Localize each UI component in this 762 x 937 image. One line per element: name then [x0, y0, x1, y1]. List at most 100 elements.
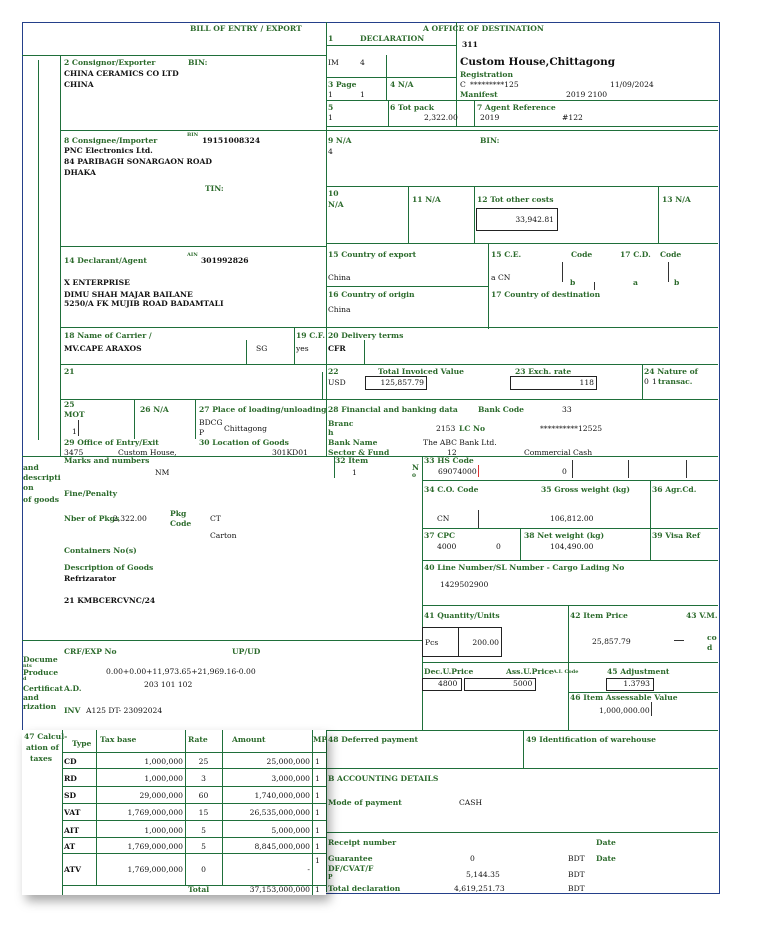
rule: [62, 885, 326, 886]
tax-base: 1,000,000: [144, 757, 183, 766]
pkg-code-label-2: Code: [170, 519, 192, 528]
place-of-loading-label: 27 Place of loading/unloading: [199, 405, 327, 414]
bank-code-label: Bank Code: [478, 405, 525, 414]
tick: [686, 460, 687, 478]
crf-label: CRF/EXP No: [64, 647, 117, 656]
tick: [478, 510, 479, 528]
exch-rate-value: 118: [579, 378, 595, 387]
rule: [60, 364, 718, 365]
nature-label-2: transac.: [658, 377, 693, 386]
box-13-label: 13 N/A: [662, 195, 691, 204]
accounting-label: B ACCOUNTING DETAILS: [328, 774, 439, 783]
df-label-1: DF/CVAT/F: [328, 864, 374, 873]
page-a: 1: [328, 90, 333, 99]
tax-mp: 1: [315, 774, 320, 783]
vm-d: d: [707, 643, 713, 652]
rule: [60, 55, 61, 456]
tax-mp: 1: [315, 757, 320, 766]
country-of-origin-label: 16 Country of origin: [328, 290, 415, 299]
item-n: N: [412, 463, 419, 472]
df-currency: BDT: [568, 870, 585, 879]
declaration-number: 1: [328, 34, 334, 43]
rule: [326, 45, 456, 46]
deferred-payment-label: 48 Deferred payment: [328, 735, 419, 744]
rule: [62, 730, 63, 895]
tax-mp: 1: [315, 856, 320, 865]
box-9-bin-label: BIN:: [480, 136, 500, 145]
exch-rate-label: 23 Exch. rate: [515, 367, 572, 376]
tax-amount: 3,000,000: [271, 774, 310, 783]
carrier-name: MV.CAPE ARAXOS: [64, 344, 142, 353]
ce-code-label: Code: [571, 250, 593, 259]
df-label-2: P: [328, 874, 333, 881]
assessable-value-label: 46 Item Assessable Value: [570, 693, 678, 702]
rule: [22, 640, 422, 641]
rule: [312, 730, 313, 895]
rule: [62, 803, 326, 804]
quantity-divider: [458, 628, 459, 656]
tax-rate: 60: [198, 791, 209, 800]
rule: [568, 692, 718, 693]
consignee-address-2: DHAKA: [64, 168, 96, 177]
cd-label: 17 C.D.: [620, 250, 651, 259]
box-10-label: 10: [328, 189, 339, 198]
goods-side-1: and: [23, 463, 39, 472]
docs-side-6: and: [23, 693, 39, 702]
tax-amount: 8,845,000,000: [254, 842, 310, 851]
rule: [386, 78, 387, 100]
manifest-number: 2019 2100: [566, 90, 608, 99]
co-code-value: CN: [437, 514, 450, 523]
ass-price-box: 5000: [464, 678, 536, 691]
rule: [22, 730, 718, 731]
rule: [523, 730, 524, 768]
financial-label: 28 Financial and banking data: [328, 405, 458, 414]
ass-price-value: 5000: [513, 679, 533, 688]
rule: [38, 60, 39, 440]
rule: [488, 243, 489, 329]
tax-amount: 25,000,000: [266, 757, 310, 766]
rule: [246, 340, 247, 364]
location-of-goods-value: 301KD01: [272, 448, 308, 457]
tax-total-mp: 1: [315, 885, 320, 894]
box-10-value: N/A: [328, 200, 344, 209]
consignor-label: 2 Consignor/Exporter: [64, 58, 156, 67]
item-label: 32 Item: [335, 456, 369, 465]
registration-label: Registration: [460, 70, 514, 79]
cpc-label: 37 CPC: [424, 531, 456, 540]
tax-total-value: 37,153,000,000: [249, 885, 310, 894]
hs-code-value: 69074000: [438, 467, 477, 476]
rule: [326, 243, 718, 244]
total-packages-value: 2,322.00: [424, 113, 458, 122]
pkg-code-label-1: Pkg: [170, 509, 187, 518]
dec-price-value: 4800: [438, 679, 458, 688]
box-9-value: 4: [328, 147, 333, 156]
tax-amount: 5,000,000: [271, 826, 310, 835]
rule: [222, 730, 223, 885]
agent-reference-label: 7 Agent Reference: [477, 103, 556, 112]
bank-name: The ABC Bank Ltd.: [423, 438, 497, 447]
tax-rate: 5: [201, 842, 206, 851]
rule: [62, 837, 326, 838]
gross-weight-value: 106,812.00: [550, 514, 594, 523]
line-number-label: 40 Line Number/SL Number - Cargo Lading …: [424, 563, 625, 572]
guarantee-currency: BDT: [568, 854, 585, 863]
office-of-destination-label: A OFFICE OF DESTINATION: [423, 24, 544, 33]
rule: [520, 528, 521, 560]
tax-header-type: Type: [72, 739, 92, 748]
box-26-label: 26 N/A: [140, 405, 169, 414]
rule: [134, 399, 135, 439]
declarant-ain-sup: AIN: [187, 252, 198, 258]
mot-value: 1: [72, 427, 77, 436]
nature-a: 0: [644, 377, 649, 386]
tax-side-1: 47 Calcul-: [24, 732, 68, 741]
goods-side-4: of goods: [23, 495, 59, 504]
rule: [326, 77, 456, 78]
consignor-bin-label: BIN:: [188, 58, 208, 67]
total-invoiced-label: Total Invoiced Value: [378, 367, 464, 376]
declarant-name: X ENTERPRISE: [64, 278, 130, 287]
ce-a-value: a CN: [491, 273, 511, 282]
sector-label: Sector & Fund: [328, 448, 390, 457]
tax-base: 1,000,000: [144, 774, 183, 783]
declarant-label: 14 Declarant/Agent: [64, 256, 147, 265]
guarantee-value: 0: [470, 854, 475, 863]
